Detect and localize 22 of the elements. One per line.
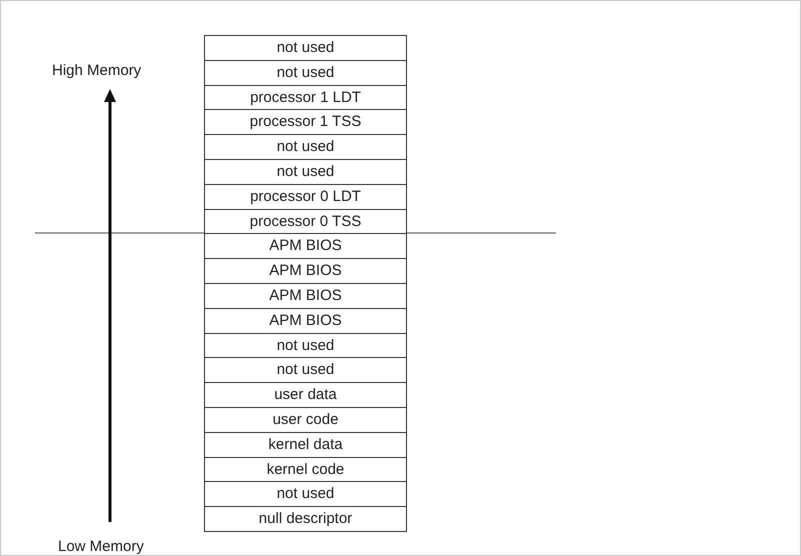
- memory-end-label: Low Memory: [58, 538, 144, 555]
- memory-segment-cell: not used: [204, 35, 407, 61]
- memory-segment-cell: null descriptor: [204, 506, 407, 532]
- memory-segment-cell: not used: [204, 60, 407, 86]
- memory-segment-cell: processor 1 TSS: [204, 109, 407, 136]
- memory-end-label: High Memory: [52, 62, 142, 79]
- memory-segment-cell: processor 1 LDT: [204, 84, 407, 110]
- memory-segment-cell: kernel data: [204, 432, 407, 458]
- memory-segment-cell: APM BIOS: [204, 233, 407, 260]
- memory-segment-cell: APM BIOS: [204, 258, 407, 284]
- memory-segment-cell: not used: [204, 357, 407, 384]
- memory-segment-cell: not used: [204, 481, 407, 508]
- memory-segment-cell: user code: [204, 407, 407, 433]
- memory-segment-cell: not used: [204, 332, 407, 358]
- memory-segment-cell: kernel code: [204, 456, 407, 482]
- memory-segment-cell: APM BIOS: [204, 283, 407, 309]
- memory-segment-cell: APM BIOS: [204, 308, 407, 334]
- memory-segment-cell: not used: [204, 134, 407, 160]
- memory-segment-cell: processor 0 TSS: [204, 208, 407, 234]
- memory-segment-cell: user data: [204, 382, 407, 408]
- memory-segment-cell: processor 0 LDT: [204, 184, 407, 210]
- memory-segment-cell: not used: [204, 159, 407, 185]
